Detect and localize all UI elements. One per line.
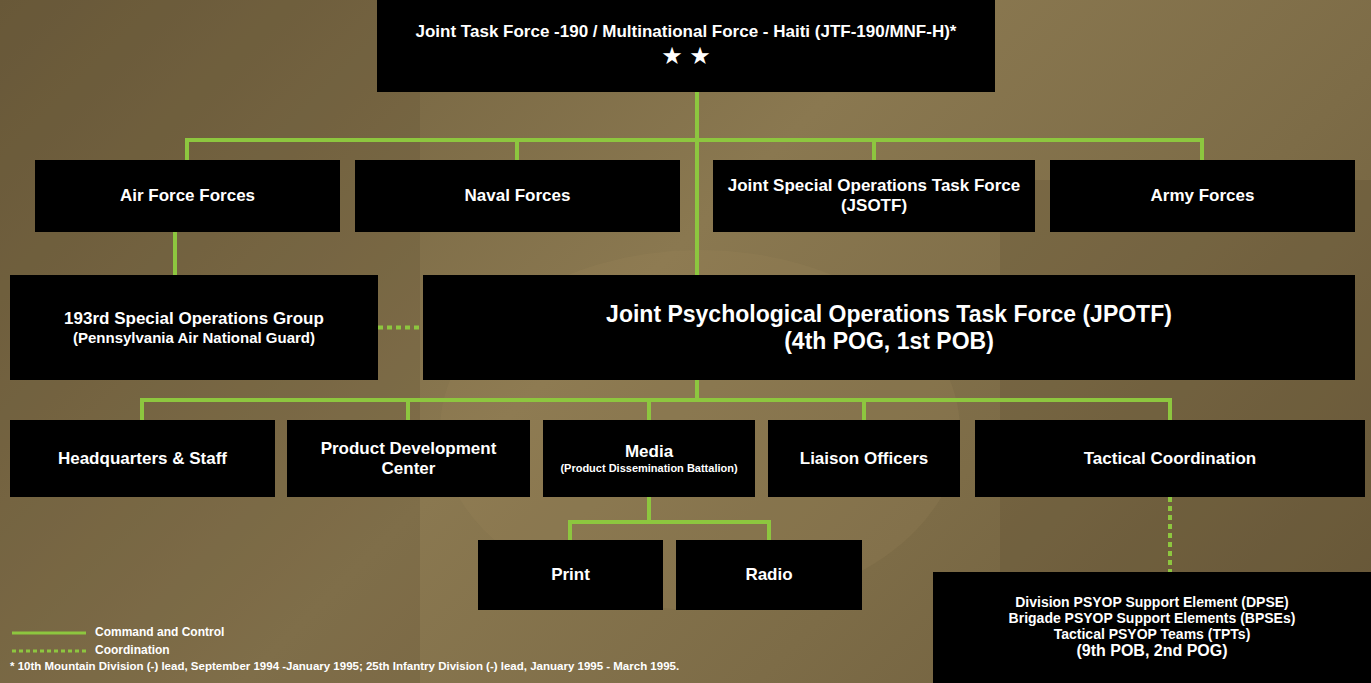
command-line: [649, 380, 697, 420]
legend-solid-line: [12, 632, 86, 635]
coordination-line: [378, 326, 423, 330]
box-subtext: Brigade PSYOP Support Elements (BPSEs): [1009, 610, 1296, 626]
box-heading: Naval Forces: [465, 186, 571, 206]
command-line: [517, 92, 697, 160]
unit-box: Product Development Center: [287, 420, 530, 497]
unit-box: Division PSYOP Support Element (DPSE)Bri…: [933, 572, 1371, 683]
box-heading: Liaison Officers: [800, 449, 928, 469]
command-line: [173, 232, 177, 275]
box-heading: Air Force Forces: [120, 186, 255, 206]
box-heading: Headquarters & Staff: [58, 449, 227, 469]
legend-text: Command and Control: [95, 625, 224, 639]
unit-box: Print: [478, 540, 663, 610]
unit-box: Air Force Forces: [35, 160, 340, 232]
box-heading: Division PSYOP Support Element (DPSE): [1015, 594, 1289, 610]
unit-box: Joint Psychological Operations Task Forc…: [423, 275, 1355, 380]
box-heading: Product Development Center: [297, 439, 520, 478]
box-subtext: ★ ★: [661, 42, 711, 70]
box-heading: 193rd Special Operations Group: [64, 309, 324, 329]
box-subtext: (9th POB, 2nd POG): [1076, 642, 1227, 660]
legend-text: Coordination: [95, 643, 170, 657]
unit-box: 193rd Special Operations Group(Pennsylva…: [10, 275, 378, 380]
unit-box: Joint Special Operations Task Force (JSO…: [713, 160, 1035, 232]
unit-box: Radio: [676, 540, 862, 610]
command-line: [187, 92, 697, 160]
box-heading: Joint Psychological Operations Task Forc…: [606, 301, 1172, 327]
command-line: [697, 380, 1170, 420]
box-heading: Army Forces: [1151, 186, 1255, 206]
box-heading: Radio: [745, 565, 792, 585]
legend-dotted-line: [12, 650, 86, 653]
unit-box: Tactical Coordination: [975, 420, 1365, 497]
unit-box: Headquarters & Staff: [10, 420, 275, 497]
command-line: [570, 497, 649, 540]
box-heading: Print: [551, 565, 590, 585]
footnote: * 10th Mountain Division (-) lead, Septe…: [10, 660, 925, 674]
box-subtext: (4th POG, 1st POB): [784, 328, 994, 354]
box-heading: Joint Special Operations Task Force (JSO…: [723, 176, 1025, 215]
unit-box: Army Forces: [1050, 160, 1355, 232]
command-line: [142, 380, 697, 420]
box-heading: Joint Task Force -190 / Multinational Fo…: [416, 22, 957, 42]
box-subtext: (Product Dissemination Battalion): [560, 462, 737, 475]
command-line: [695, 92, 699, 275]
unit-box: Liaison Officers: [768, 420, 960, 497]
unit-box: Media(Product Dissemination Battalion): [543, 420, 755, 497]
box-heading: Media: [625, 442, 673, 462]
box-subtext: Tactical PSYOP Teams (TPTs): [1054, 626, 1251, 642]
box-subtext: (Pennsylvania Air National Guard): [73, 329, 315, 346]
unit-box: Naval Forces: [355, 160, 680, 232]
command-box: Joint Task Force -190 / Multinational Fo…: [377, 0, 995, 92]
command-line: [408, 380, 697, 420]
box-heading: Tactical Coordination: [1084, 449, 1257, 469]
command-line: [697, 92, 1202, 160]
command-line: [697, 92, 874, 160]
coordination-line: [1168, 497, 1172, 572]
command-line: [649, 497, 769, 540]
